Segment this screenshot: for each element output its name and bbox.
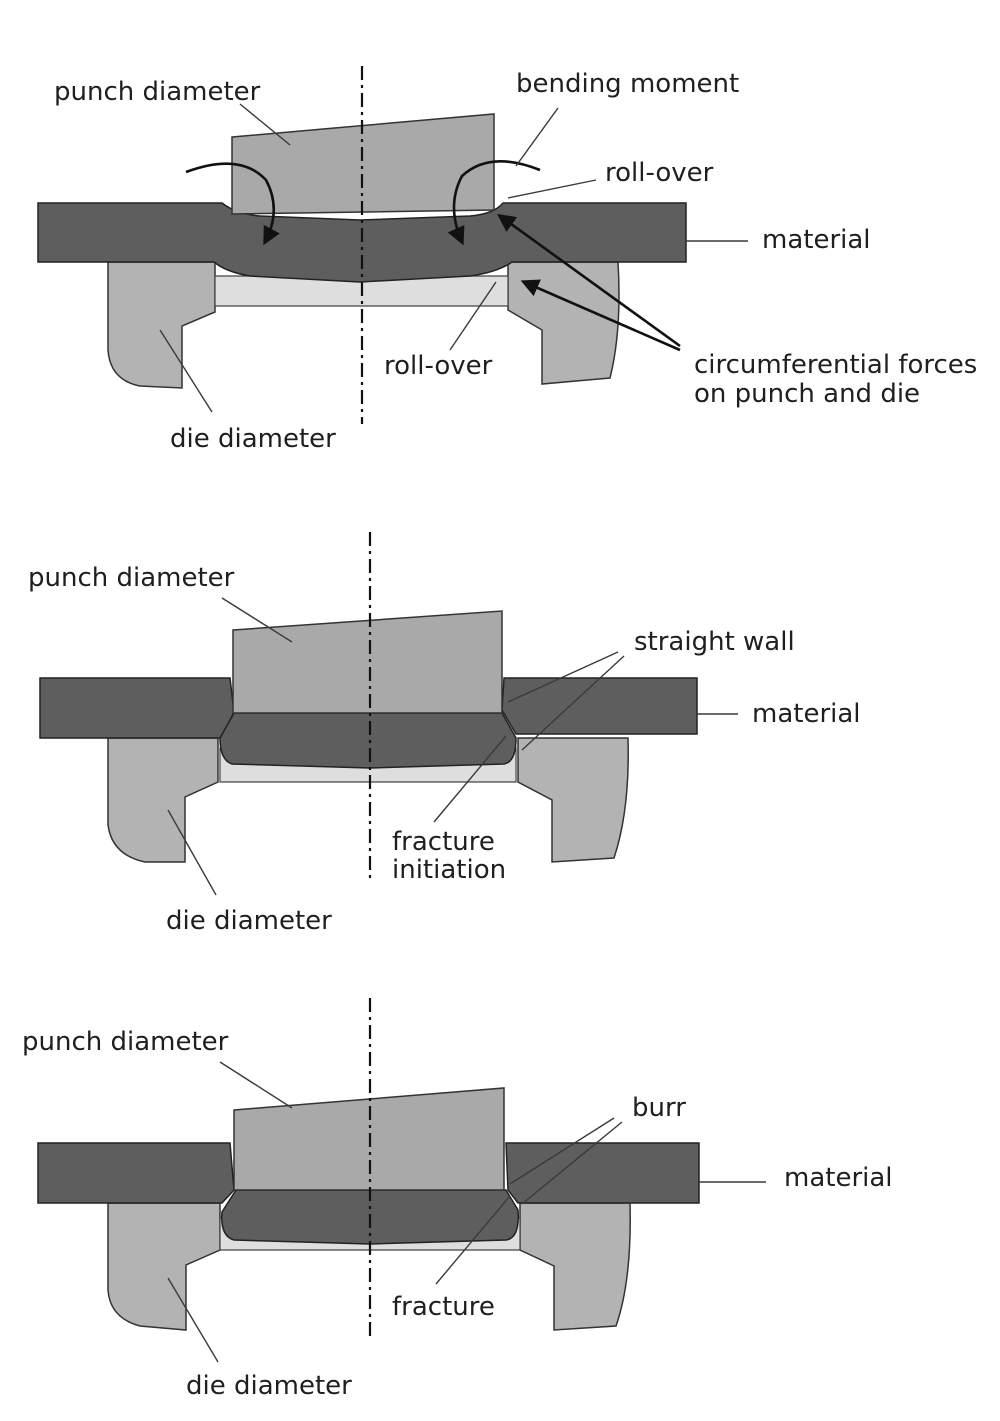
label-initiation: initiation	[392, 855, 506, 885]
label-roll-over-top: roll-over	[605, 158, 714, 188]
label-punch-diameter: punch diameter	[22, 1027, 229, 1057]
punch	[232, 610, 503, 714]
punch	[231, 113, 495, 215]
label-die-diameter: die diameter	[170, 424, 336, 454]
panel-fracture-initiation-stage: punch diameter straight wall material fr…	[28, 532, 861, 936]
die-left	[107, 737, 219, 863]
label-material: material	[752, 699, 861, 729]
material-sheet-right	[501, 677, 698, 735]
panel-rollover-stage: punch diameter bending moment roll-over …	[37, 66, 977, 454]
circumferential-force-arrow-bottom	[520, 279, 681, 352]
material-slug	[219, 712, 517, 769]
label-straight-wall: straight wall	[634, 627, 795, 657]
leader-lines	[167, 1061, 766, 1363]
label-material: material	[784, 1163, 893, 1193]
bending-moment-arrow-left	[185, 162, 280, 246]
label-bending-moment: bending moment	[516, 69, 739, 99]
circumferential-force-arrow-top	[497, 213, 681, 348]
material-sheet-right	[505, 1142, 700, 1204]
material-sheet	[37, 202, 687, 283]
label-material: material	[762, 225, 871, 255]
panel-fracture-stage: punch diameter burr material fracture di…	[22, 998, 893, 1401]
label-circumferential-forces: circumferential forces	[694, 350, 977, 380]
die-right	[519, 1202, 631, 1331]
leader-lines	[167, 597, 738, 896]
die-left	[107, 261, 216, 389]
label-punch-diameter: punch diameter	[28, 563, 235, 593]
label-punch-diameter: punch diameter	[54, 77, 261, 107]
label-fracture: fracture	[392, 827, 495, 857]
label-roll-over-bottom: roll-over	[384, 351, 493, 381]
die-right	[517, 737, 629, 863]
die-left	[107, 1202, 221, 1331]
label-die-diameter: die diameter	[186, 1371, 352, 1401]
label-on-punch-and-die: on punch and die	[694, 379, 920, 409]
material-sheet-left	[37, 1142, 235, 1204]
leader-lines	[159, 103, 748, 413]
label-fracture: fracture	[392, 1292, 495, 1322]
die-right	[507, 261, 620, 385]
label-die-diameter: die diameter	[166, 906, 332, 936]
material-sheet-left	[39, 677, 235, 739]
label-burr: burr	[632, 1093, 686, 1123]
bending-moment-arrow-right	[447, 160, 541, 246]
